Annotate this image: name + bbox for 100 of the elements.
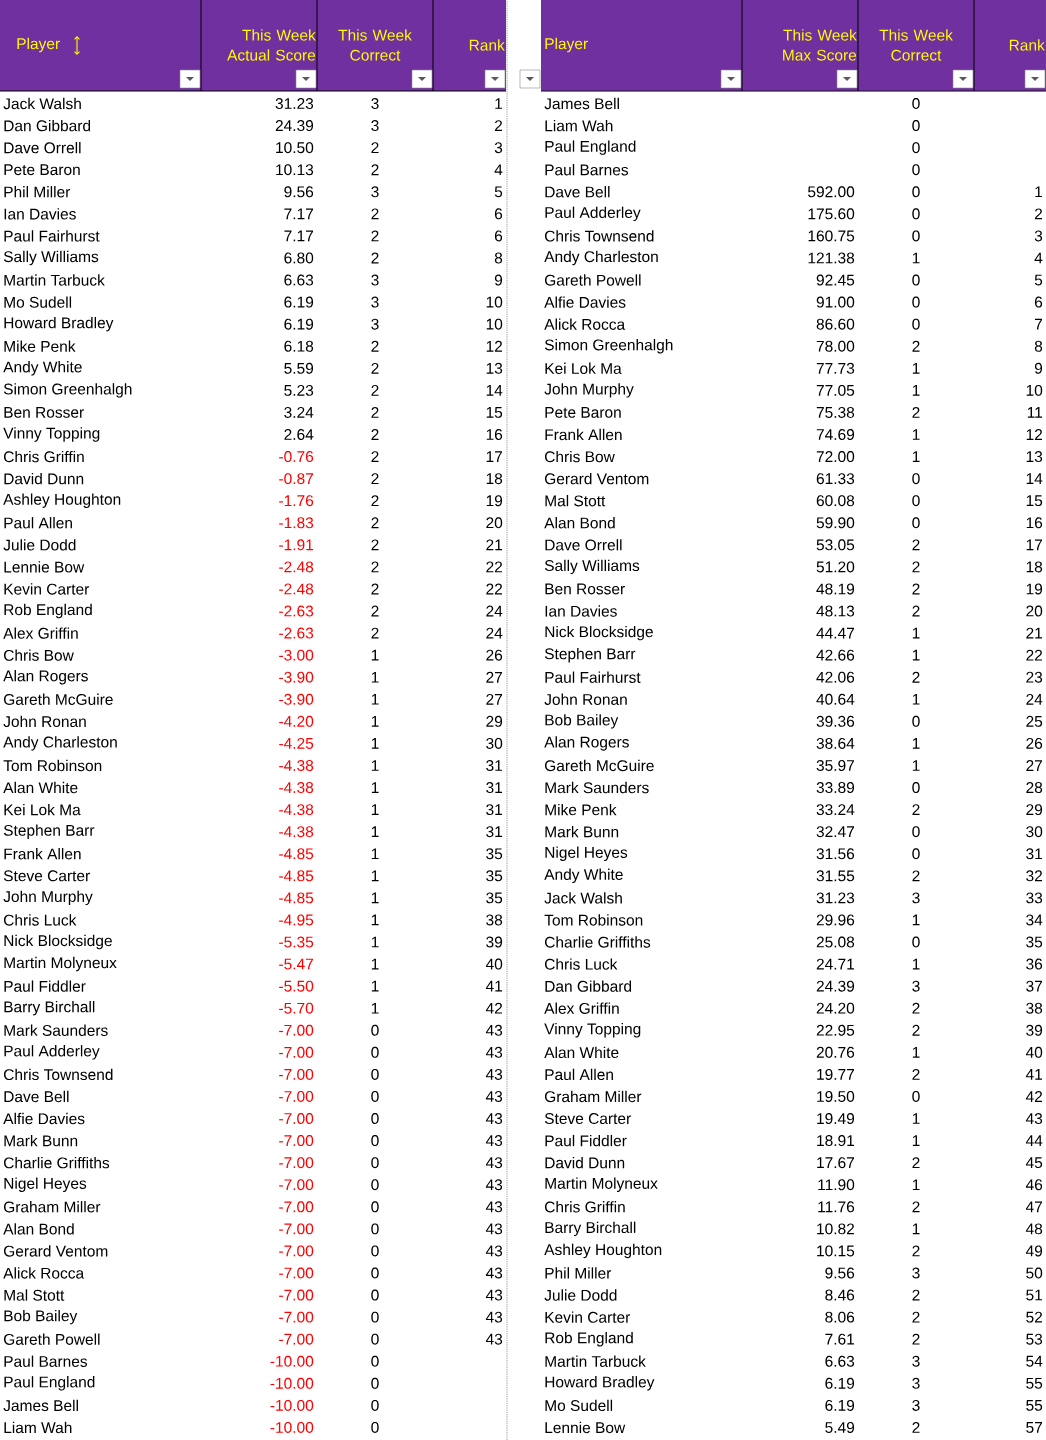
table-cell: 2 <box>371 495 379 507</box>
table-cell: 24 <box>1026 693 1043 705</box>
table-cell: 2 <box>912 605 920 617</box>
table-cell: 2 <box>912 1289 920 1301</box>
table-cell: 14 <box>486 385 503 396</box>
table-cell: Alan White <box>3 781 78 794</box>
table-cell: 55 <box>1026 1400 1043 1411</box>
table-cell: 18 <box>1026 561 1043 573</box>
table-cell: 35.97 <box>816 760 854 771</box>
table-cell: -7.00 <box>279 1091 314 1102</box>
table-cell: Mo Sudell <box>545 1399 613 1412</box>
table-cell: 2 <box>912 1333 920 1345</box>
table-cell: 22 <box>1026 649 1042 661</box>
table-cell: Martin Tarbuck <box>545 1355 646 1367</box>
table-cell: 22 <box>486 583 502 595</box>
table-cell: Julie Dodd <box>3 539 76 551</box>
table-cell: 0 <box>371 1113 379 1125</box>
table-cell: 43 <box>485 1179 503 1191</box>
table-cell: 43 <box>485 1201 503 1213</box>
table-cell: -10.00 <box>270 1355 314 1367</box>
table-cell: 1 <box>912 649 920 661</box>
table-cell: Ashley Houghton <box>544 1243 662 1259</box>
table-cell: Chris Townsend <box>545 230 654 242</box>
table-cell: 1 <box>912 252 920 264</box>
table-cell: 3 <box>371 186 379 198</box>
table-cell: 121.38 <box>808 252 855 264</box>
table-cell: 3 <box>371 296 379 308</box>
table-cell: 19 <box>1026 583 1043 595</box>
table-cell: 1 <box>371 671 379 683</box>
table-cell: 1 <box>371 914 379 926</box>
table-cell: 2 <box>912 583 920 595</box>
table-cell: 24.39 <box>816 980 855 992</box>
table-cell: 2 <box>912 407 920 418</box>
table-cell: 77.05 <box>816 384 855 396</box>
table-cell: Paul Adderley <box>4 1045 100 1060</box>
table-cell: 2 <box>912 804 920 816</box>
table-cell: Alan Rogers <box>3 670 88 685</box>
table-cell: 48.13 <box>816 605 855 617</box>
table-cell: David Dunn <box>545 1157 625 1169</box>
table-cell: -4.25 <box>279 737 314 749</box>
header-cell: Player <box>0 0 201 91</box>
table-cell: 18 <box>486 473 503 485</box>
table-cell: 2 <box>371 340 379 352</box>
table-cell: 31 <box>486 826 503 838</box>
table-cell: 2 <box>371 451 379 462</box>
table-cell: 1 <box>371 693 379 705</box>
table-cell: 6.19 <box>284 296 314 308</box>
table-cell: -7.00 <box>279 1333 314 1345</box>
table-cell: Dan Gibbard <box>4 119 91 132</box>
table-cell: 0 <box>912 715 920 727</box>
table-cell: 7.17 <box>284 230 313 242</box>
table-cell: 2 <box>912 1311 920 1323</box>
table-cell: 59.90 <box>816 517 855 529</box>
table-cell: 49 <box>1025 1245 1043 1257</box>
table-cell: Liam Wah <box>4 1421 72 1434</box>
table-cell: 11.76 <box>818 1201 855 1213</box>
table-cell: 48 <box>1025 1223 1043 1235</box>
table-cell: 38.64 <box>816 737 855 749</box>
table-cell: 31.56 <box>816 848 855 860</box>
table-cell: Mark Saunders <box>545 781 649 794</box>
table-cell: 12 <box>486 340 502 352</box>
table-cell: 2 <box>371 384 379 396</box>
table-cell: 0 <box>912 164 920 176</box>
table-cell: 592.00 <box>808 186 855 198</box>
table-cell: 4 <box>494 164 503 176</box>
table-cell: Julie Dodd <box>544 1289 617 1301</box>
table-cell: 0 <box>912 782 920 794</box>
table-cell: -4.95 <box>279 914 314 926</box>
table-cell: 2 <box>371 473 379 485</box>
table-cell: 77.73 <box>816 362 855 374</box>
table-cell: 20 <box>486 517 503 529</box>
table-cell: Ian Davies <box>4 208 76 220</box>
table-cell: 10.82 <box>817 1223 854 1235</box>
table-cell: 1 <box>912 958 920 970</box>
table-cell: 40.64 <box>816 693 855 705</box>
table-cell: 44.47 <box>816 627 854 639</box>
table-cell: -2.48 <box>279 583 314 595</box>
table-cell: 2 <box>371 627 379 639</box>
table-cell: 0 <box>912 936 920 948</box>
table-cell: 74.69 <box>816 429 855 440</box>
table-cell: Kevin Carter <box>545 1311 631 1323</box>
table-cell: 1 <box>912 1223 920 1235</box>
table-cell: 48.19 <box>816 583 855 595</box>
table-cell: 30 <box>486 737 503 749</box>
table-cell: Mal Stott <box>4 1289 65 1301</box>
table-cell: 19.77 <box>817 1068 854 1080</box>
table-cell: 10 <box>486 318 503 330</box>
table-cell: 20.76 <box>816 1046 855 1058</box>
table-cell: 15 <box>486 407 503 418</box>
table-cell: 19.50 <box>817 1091 855 1102</box>
table-cell: 1 <box>912 1179 920 1191</box>
table-cell: Howard Bradley <box>545 1376 655 1391</box>
table-cell: 16 <box>1026 517 1043 529</box>
table-cell: Nick Blocksidge <box>4 934 112 950</box>
table-cell: Chris Griffin <box>4 450 84 463</box>
table-cell: 1 <box>912 760 920 771</box>
table-cell: 57 <box>1026 1422 1042 1433</box>
table-cell: 3 <box>912 892 920 904</box>
table-cell: 3 <box>494 142 503 154</box>
table-cell: -5.35 <box>279 936 314 948</box>
